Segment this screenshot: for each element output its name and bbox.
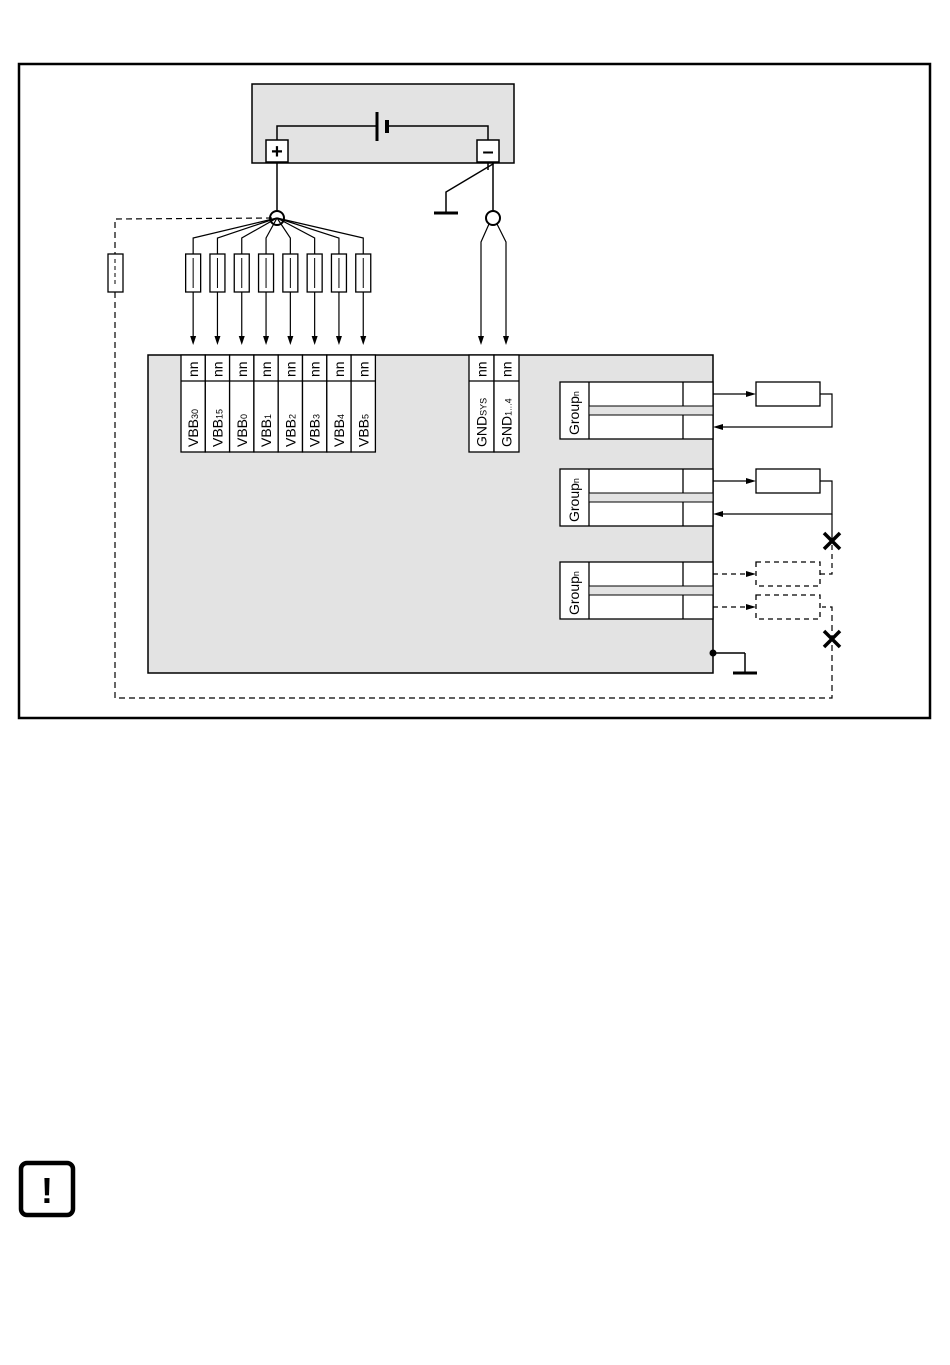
terminal-pin-label: nn xyxy=(282,361,298,377)
load-2 xyxy=(756,562,820,586)
terminal-pin-label: nn xyxy=(474,361,490,377)
terminal-pin-label: nn xyxy=(209,361,225,377)
terminal-pin-label: nn xyxy=(307,361,323,377)
plus-fan-wires xyxy=(186,218,371,345)
exclamation-warning-icon: ! xyxy=(18,1160,76,1218)
group-label: Groupn xyxy=(566,478,582,522)
vbb-terminal-strip: nnVBB30nnVBB15nnVBB0nnVBB1nnVBB2nnVBB3nn… xyxy=(181,355,375,452)
group-label: Groupn xyxy=(566,391,582,435)
load-1 xyxy=(756,469,820,493)
fault-x-icon xyxy=(824,631,840,647)
minus-terminal-symbol: – xyxy=(482,141,493,163)
plus-terminal-symbol: + xyxy=(271,141,283,163)
wiring-diagram: + – nnVBB30nnVBB15nnVBB0nnVBB1nnVBB2nnVB… xyxy=(0,0,950,740)
battery-supply: + – xyxy=(252,84,514,163)
warning-symbol: ! xyxy=(41,1170,53,1211)
load-0 xyxy=(756,382,820,406)
terminal-pin-label: nn xyxy=(499,361,515,377)
module-ground-junction xyxy=(710,650,717,657)
terminal-pin-label: nn xyxy=(258,361,274,377)
minus-distribution-node xyxy=(486,211,500,225)
terminal-pin-label: nn xyxy=(234,361,250,377)
terminal-pin-label: nn xyxy=(331,361,347,377)
terminal-pin-label: nn xyxy=(185,361,201,377)
output-group-0: Groupn xyxy=(560,382,832,439)
group-label: Groupn xyxy=(566,571,582,615)
load-2-b xyxy=(756,595,820,619)
chassis-ground-wire xyxy=(446,162,493,212)
terminal-pin-label: nn xyxy=(355,361,371,377)
